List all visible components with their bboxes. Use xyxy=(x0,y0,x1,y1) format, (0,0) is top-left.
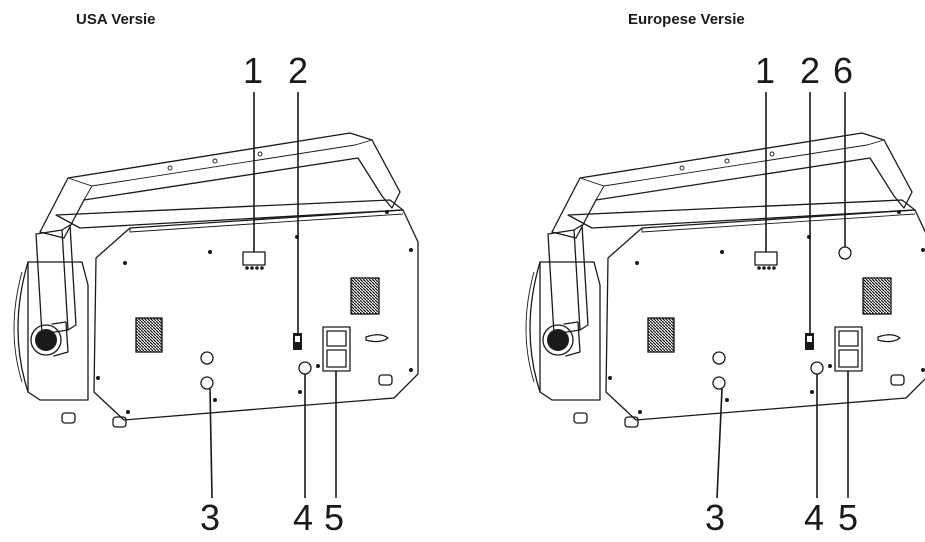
eu-callout-3: 3 xyxy=(705,497,726,538)
usa-callout-3: 3 xyxy=(200,497,221,538)
usa-callout-2: 2 xyxy=(288,50,309,91)
european-version-title: Europese Versie xyxy=(628,11,745,28)
usa-device-drawing xyxy=(13,92,419,499)
usa-callout-4: 4 xyxy=(293,497,314,538)
eu-callout-6: 6 xyxy=(833,50,854,91)
eu-callout-2: 2 xyxy=(800,50,821,91)
eu-device-drawing xyxy=(525,92,925,499)
eu-callout-5: 5 xyxy=(838,497,859,538)
usa-callout-1: 1 xyxy=(243,50,264,91)
eu-callout-4: 4 xyxy=(804,497,825,538)
eu-callout-1: 1 xyxy=(755,50,776,91)
usa-version-title: USA Versie xyxy=(76,11,156,28)
usa-callout-5: 5 xyxy=(324,497,345,538)
